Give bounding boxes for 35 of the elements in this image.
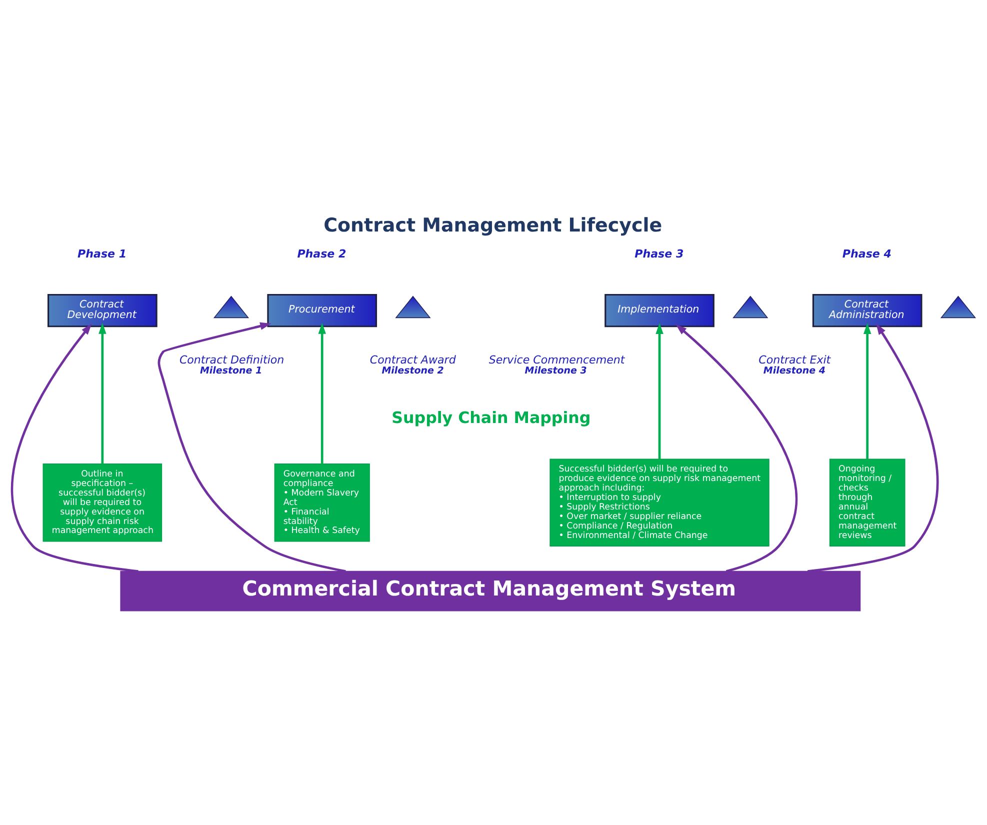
node-label: Contract Definition (179, 354, 284, 367)
node-label: Milestone 4 (763, 365, 826, 376)
node-label: Milestone 1 (200, 365, 262, 376)
node-label: Service Commencement (488, 354, 625, 367)
node-triangle (732, 296, 768, 318)
diagram-title: Contract Management Lifecycle (324, 214, 662, 237)
node-label: Phase 2 (297, 247, 346, 260)
node-label: Milestone 2 (382, 365, 444, 376)
node-box: Procurement (267, 294, 378, 328)
arrow (863, 322, 872, 460)
node-box: Governance and compliance • Modern Slavery Act • Financial stability • Health & Safety (274, 463, 370, 542)
node-triangle (395, 296, 431, 318)
label: Supply Chain Mapping (392, 408, 591, 427)
node-label: Contract Award (370, 354, 456, 367)
node-box: Successful bidder(s) will be required to produce evidence on supply risk management approach including: • Interruption to supply • Supply Restrictions • Over market / supplier reliance • Compliance / Regulation • Environmental / Climate Change (550, 458, 770, 546)
node-box: Implementation (604, 294, 714, 328)
arrow (807, 324, 938, 572)
node-box: Contract Development (48, 294, 158, 328)
arrow (98, 322, 106, 464)
arrow (656, 322, 664, 460)
node-box: Ongoing monitoring / checks through annual contract management reviews (829, 458, 906, 546)
node-box: Contract Administration (812, 294, 922, 328)
node-box: Outline in specification – successful bidder(s) will be required to supply evidence on supply chain risk management approach (42, 463, 162, 542)
node-box: Commercial Contract Management System (120, 570, 861, 612)
node-label: Milestone 3 (524, 365, 587, 376)
arrow (318, 322, 326, 464)
node-label: Contract Exit (758, 354, 831, 367)
arrow (10, 324, 138, 572)
node-label: Phase 1 (78, 247, 127, 260)
arrow (158, 322, 346, 572)
arrow (676, 324, 798, 572)
node-triangle (940, 296, 976, 318)
node-triangle (213, 296, 250, 318)
node-label: Phase 4 (842, 247, 892, 260)
node-label: Phase 3 (634, 247, 684, 260)
